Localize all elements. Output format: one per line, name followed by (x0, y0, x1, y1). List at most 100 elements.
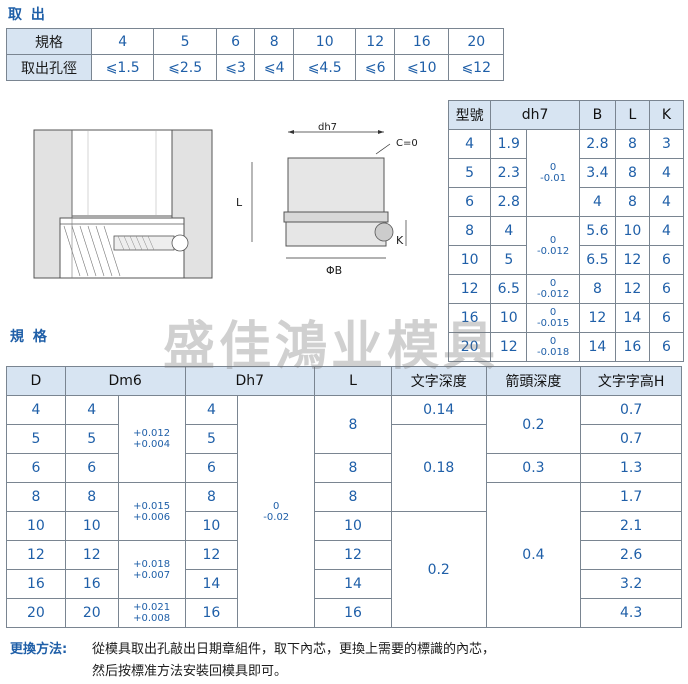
table-cell: 12 (64, 540, 119, 570)
table-cell: 4 (64, 395, 119, 425)
table-cell: 0.2 (485, 395, 582, 454)
table-header: B (578, 100, 616, 130)
table-cell: 6.5 (578, 245, 616, 275)
table-cell: 12 (447, 274, 492, 304)
table-cell: 12 (314, 540, 392, 570)
table-cell: 12 (614, 245, 650, 275)
tol-cell: 0-0.012 (526, 216, 580, 275)
table-row: 20 20 +0.021+0.008 16 16 4.3 (6, 598, 682, 628)
table-cell: 8 (314, 395, 392, 454)
table-cell: 20 (64, 598, 119, 628)
table-cell: 2.8 (578, 129, 616, 159)
tol-cell: 0-0.018 (526, 332, 580, 362)
table-cell: 16 (64, 569, 119, 599)
table-cell: 4 (447, 129, 492, 159)
length-dim-label: L (236, 196, 243, 209)
table-cell: 14 (184, 569, 239, 599)
table-header: L (314, 366, 392, 396)
table-cell: 3.4 (578, 158, 616, 188)
table-cell: 10 (64, 511, 119, 541)
table-row: 4 1.9 0-0.01 2.8 8 3 (447, 129, 685, 217)
table-cell: 8 (578, 274, 616, 304)
table-row: 型號 dh7 B L K (447, 100, 685, 130)
table-cell: 5 (447, 158, 492, 188)
tol-cell: 0-0.01 (526, 129, 580, 217)
tol-cell: 0-0.012 (526, 274, 580, 304)
table-row: D Dm6 Dh7 L 文字深度 箭頭深度 文字字高H (6, 366, 682, 396)
table-row: 規格 4 5 6 8 10 12 16 20 (6, 28, 504, 55)
table-row: 6 6 6 8 0.3 1.3 (6, 453, 682, 483)
table-cell: 20 (448, 28, 504, 55)
table-header: 箭頭深度 (485, 366, 582, 396)
table-row: 6 2.8 4 8 4 (447, 187, 685, 217)
table-cell: 16 (393, 28, 450, 55)
takeout-row1-label: 規格 (6, 28, 92, 55)
table-cell: 12 (578, 303, 616, 333)
table-cell: ⩽4 (254, 54, 294, 81)
table-cell: 0.7 (580, 395, 682, 425)
table-cell: 6 (648, 303, 685, 333)
table-cell: 6 (648, 332, 685, 362)
table-cell: 8 (314, 482, 392, 512)
table-cell: 0.3 (485, 453, 582, 483)
table-cell: ⩽12 (448, 54, 504, 81)
table-cell: 10 (184, 511, 239, 541)
table-header: dh7 (490, 100, 580, 130)
table-cell: 16 (447, 303, 492, 333)
table-cell: 8 (254, 28, 294, 55)
table-cell: 8 (6, 482, 66, 512)
table-row: 8 4 0-0.012 5.6 10 4 (447, 216, 685, 275)
table-cell: 6 (648, 245, 685, 275)
table-cell: 12 (355, 28, 395, 55)
table-cell: 3.2 (580, 569, 682, 599)
tol-cell: 0-0.015 (526, 303, 580, 333)
table-cell: ⩽6 (355, 54, 395, 81)
takeout-row2-label: 取出孔徑 (6, 54, 92, 81)
table-row: 12 6.5 0-0.012 8 12 6 (447, 274, 685, 304)
table-cell: 1.9 (490, 129, 528, 159)
dh7-dim-label: dh7 (318, 122, 338, 133)
footer-line-1: 從模具取出孔敲出日期章組件，取下內芯，更換上需要的標識的內芯， (92, 642, 496, 657)
table-header: Dm6 (64, 366, 186, 396)
table-row: 10 10 10 10 0.2 2.1 (6, 511, 682, 628)
table-cell: 12 (614, 274, 650, 304)
table-cell: 12 (490, 332, 528, 362)
table-row: 16 16 14 14 3.2 (6, 569, 682, 599)
table-cell: ⩽1.5 (90, 54, 155, 81)
table-cell: 0.18 (390, 424, 487, 512)
table-cell: 8 (614, 129, 650, 159)
table-header: 文字字高H (580, 366, 682, 396)
table-cell: 5 (6, 424, 66, 454)
table-cell: 20 (6, 598, 66, 628)
spec-table: D Dm6 Dh7 L 文字深度 箭頭深度 文字字高H 4 4 +0.012+0… (6, 366, 682, 628)
table-cell: 5 (490, 245, 528, 275)
table-row: 4 4 +0.012+0.004 4 0-0.02 8 0.14 0.2 0.7 (6, 395, 682, 628)
table-cell: 16 (6, 569, 66, 599)
table-row: 8 8 +0.015+0.006 8 8 0.4 1.7 (6, 482, 682, 628)
table-cell: 0.2 (390, 511, 487, 628)
table-cell: 8 (314, 453, 392, 483)
table-cell: ⩽4.5 (292, 54, 357, 81)
table-cell: 6.5 (490, 274, 528, 304)
mold-section-drawing (33, 129, 213, 279)
table-cell: 4 (6, 395, 66, 425)
table-cell: 3 (648, 129, 685, 159)
table-cell: 8 (614, 187, 650, 217)
tol-cell: +0.021+0.008 (117, 598, 186, 628)
table-header: 文字深度 (390, 366, 487, 396)
chamfer-label: C=0 (396, 138, 418, 149)
table-cell: 2.6 (580, 540, 682, 570)
table-cell: 2.3 (490, 158, 528, 188)
table-header: 型號 (447, 100, 492, 130)
spec-title: 規 格 (10, 329, 49, 345)
table-row: 12 12 +0.018+0.007 12 12 2.6 (6, 540, 682, 599)
table-cell: 5 (64, 424, 119, 454)
tol-cell: +0.012+0.004 (117, 395, 186, 483)
table-cell: 10 (6, 511, 66, 541)
insert-dimension-drawing (251, 130, 407, 259)
table-row: 20 12 0-0.018 14 16 6 (447, 332, 685, 362)
table-cell: 2.8 (490, 187, 528, 217)
watermark-text: 盛佳鴻业模具 (163, 317, 500, 377)
k-dim-label: K (396, 234, 404, 247)
table-cell: 6 (6, 453, 66, 483)
